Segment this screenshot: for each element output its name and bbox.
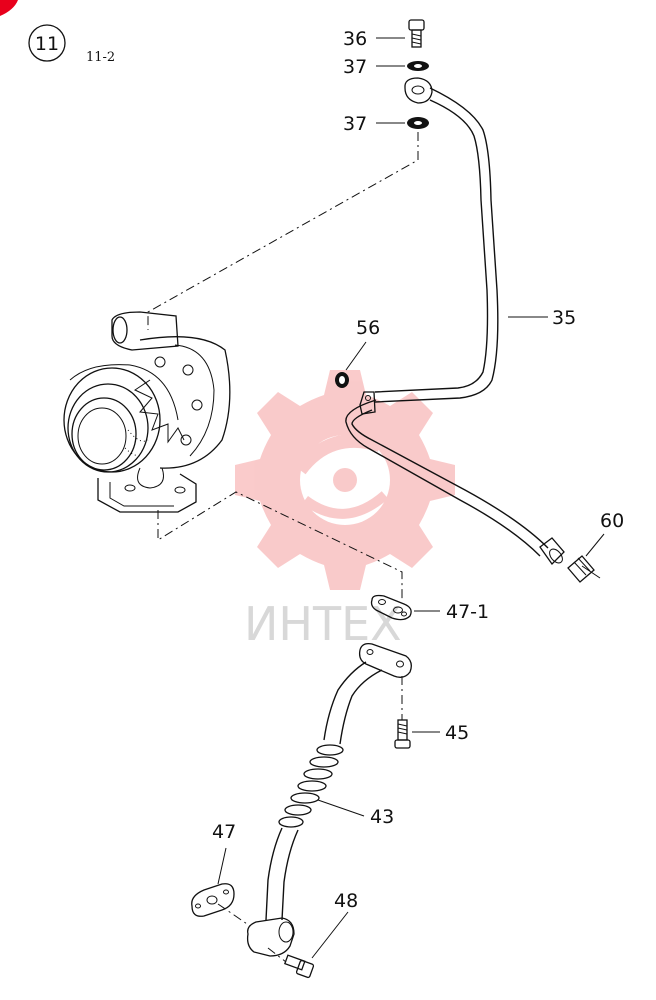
callout-45: 45 bbox=[445, 722, 469, 744]
bolt-48 bbox=[267, 947, 315, 979]
callout-47: 47 bbox=[212, 821, 236, 843]
callout-37-upper: 37 bbox=[343, 56, 367, 78]
callout-43: 43 bbox=[370, 806, 394, 828]
callout-48: 48 bbox=[334, 890, 358, 912]
callout-56: 56 bbox=[356, 317, 380, 339]
callout-60: 60 bbox=[600, 510, 624, 532]
watermark-text: ИНТЕХ bbox=[244, 597, 402, 651]
centerline-lower bbox=[157, 491, 403, 602]
washer-37-upper bbox=[407, 61, 429, 71]
washer-37-lower bbox=[407, 117, 429, 129]
callout-47-1: 47-1 bbox=[446, 601, 489, 623]
oil-drain-pipe-43 bbox=[246, 642, 412, 957]
bolt-36 bbox=[408, 19, 425, 48]
connector-60 bbox=[567, 555, 601, 583]
callout-37-lower: 37 bbox=[343, 113, 367, 135]
callout-35: 35 bbox=[552, 307, 576, 329]
gasket-47-1 bbox=[370, 594, 412, 621]
seal-ring-56 bbox=[335, 372, 349, 388]
bolt-45 bbox=[394, 676, 411, 749]
turbocharger bbox=[63, 311, 231, 513]
watermark-gear-icon bbox=[235, 370, 455, 590]
oil-feed-pipe-35 bbox=[345, 87, 565, 566]
callout-36: 36 bbox=[343, 28, 367, 50]
gasket-47 bbox=[191, 883, 235, 917]
section-number: 11 bbox=[28, 24, 66, 62]
corner-mark bbox=[0, 0, 18, 16]
banjo-fitting-top bbox=[404, 77, 433, 104]
centerline-upper bbox=[147, 132, 419, 330]
svg-text:11: 11 bbox=[35, 33, 59, 55]
sub-reference: 11-2 bbox=[86, 50, 115, 65]
